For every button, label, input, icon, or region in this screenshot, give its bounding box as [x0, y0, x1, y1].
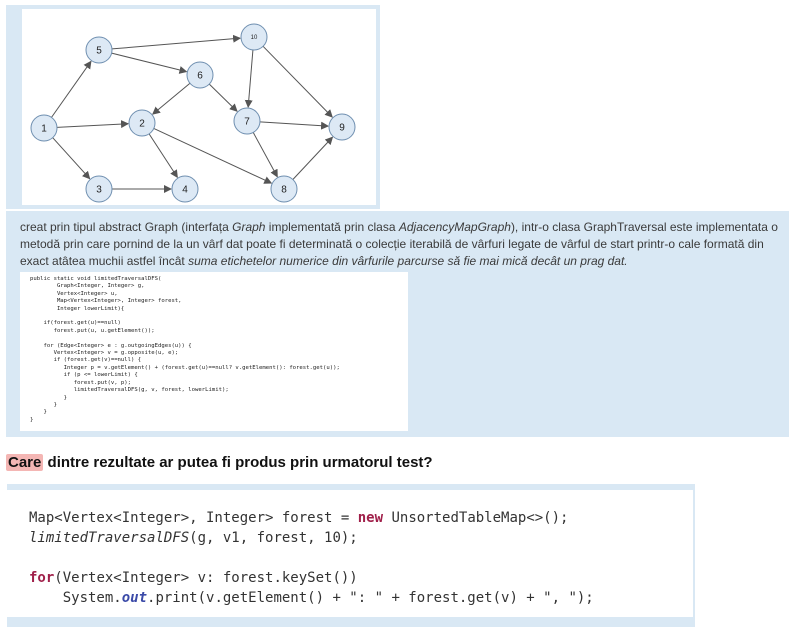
graph-node-6: 6: [186, 61, 214, 89]
graph-edge-6-7: [208, 83, 238, 112]
method-source-code: public static void limitedTraversalDFS( …: [30, 276, 340, 423]
graph-edge-2-8: [153, 128, 273, 184]
problem-description: creat prin tipul abstract Graph (interfa…: [20, 219, 778, 270]
question-text: Care dintre rezultate ar putea fi produs…: [6, 454, 433, 471]
graph-edge-7-9: [259, 121, 330, 130]
graph-node-circle: [328, 113, 356, 141]
graph-node-1: 1: [30, 114, 58, 142]
graph-node-label: 9: [339, 123, 345, 134]
graph-node-4: 4: [171, 175, 199, 203]
graph-node-label: 5: [96, 46, 102, 57]
graph-node-5: 5: [85, 36, 113, 64]
graph-node-circle: [233, 107, 261, 135]
graph-node-9: 9: [328, 113, 356, 141]
graph-node-label: 2: [139, 119, 145, 130]
method-code-block: public static void limitedTraversalDFS( …: [20, 272, 408, 431]
test-line-5: System.out.print(v.getElement() + ": " +…: [29, 590, 594, 606]
graph-edge-2-4: [148, 133, 178, 179]
keyword-new: new: [357, 510, 384, 526]
graph-node-circle: [171, 175, 199, 203]
graph-edge-1-5: [51, 60, 92, 118]
graph-edge-5-6: [111, 52, 188, 74]
graph-interface-name: Graph: [232, 220, 266, 234]
graph-node-label: 3: [96, 185, 102, 196]
graph-node-circle: [270, 175, 298, 203]
graph-edge-1-3: [52, 137, 91, 180]
graph-edge-8-9: [292, 136, 334, 180]
question-rest: dintre rezultate ar putea fi produs prin…: [43, 454, 433, 471]
test-line-1: Map<Vertex<Integer>, Integer> forest = n…: [29, 510, 568, 526]
graph-node-circle: [85, 175, 113, 203]
implementation-class-name: AdjacencyMapGraph: [398, 220, 511, 234]
graph-edge-5-10: [111, 34, 242, 50]
code-text: System.: [29, 590, 122, 606]
keyword-for: for: [29, 570, 55, 586]
method-call-name: limitedTraversalDFS: [29, 530, 190, 546]
graph-node-label: 1: [41, 124, 47, 135]
graph-node-label: 8: [281, 185, 287, 196]
graph-edge-7-8: [252, 132, 278, 178]
graph-node-label: 6: [197, 71, 203, 82]
graph-edge-10-7: [244, 49, 254, 109]
graph-node-circle: [85, 36, 113, 64]
code-text: (g, v1, forest, 10);: [189, 530, 358, 546]
graph-node-2: 2: [128, 109, 156, 137]
static-field-out: out: [121, 590, 148, 606]
description-part-1: creat prin tipul abstract Graph (interfa…: [20, 220, 233, 234]
graph-figure: 1 2 3 4 5 6 7 8 9 10: [22, 9, 376, 205]
graph-edge-10-9: [262, 45, 333, 118]
code-text: (Vertex<Integer> v: forest.keySet()): [54, 570, 358, 586]
code-text: UnsortedTableMap<>();: [383, 510, 569, 526]
code-text: Map<Vertex<Integer>, Integer> forest =: [29, 510, 358, 526]
test-source-code: Map<Vertex<Integer>, Integer> forest = n…: [7, 490, 693, 608]
problem-description-panel: creat prin tipul abstract Graph (interfa…: [6, 211, 789, 437]
graph-node-7: 7: [233, 107, 261, 135]
description-part-3: ), intr-o clasa GraphTraversal este impl…: [20, 220, 778, 268]
graph-node-circle: [240, 23, 268, 51]
graph-node-circle: [30, 114, 58, 142]
graph-node-circle: [186, 61, 214, 89]
test-line-4: for(Vertex<Integer> v: forest.keySet()): [29, 570, 358, 586]
graph-node-3: 3: [85, 175, 113, 203]
test-code-block: Map<Vertex<Integer>, Integer> forest = n…: [7, 490, 693, 617]
graph-node-label: 4: [182, 185, 188, 196]
description-emphasis: suma etichetelor numerice din vârfurile …: [188, 254, 628, 268]
graph-diagram: 1 2 3 4 5 6 7 8 9 10: [30, 23, 356, 203]
graph-node-label: 10: [251, 35, 258, 41]
graph-node-label: 7: [244, 117, 250, 128]
code-text: .print(v.getElement() + ": " + forest.ge…: [147, 590, 594, 606]
test-code-panel: Map<Vertex<Integer>, Integer> forest = n…: [7, 484, 695, 627]
test-line-2: limitedTraversalDFS(g, v1, forest, 10);: [29, 530, 358, 546]
graph-node-10: 10: [240, 23, 268, 51]
graph-edge-6-2: [152, 82, 191, 115]
description-part-2: implementată prin clasa: [265, 220, 399, 234]
graph-node-circle: [128, 109, 156, 137]
graph-node-8: 8: [270, 175, 298, 203]
question-highlighted-word: Care: [6, 454, 44, 471]
graph-figure-panel: 1 2 3 4 5 6 7 8 9 10: [6, 5, 380, 209]
graph-edge-1-2: [56, 120, 130, 129]
